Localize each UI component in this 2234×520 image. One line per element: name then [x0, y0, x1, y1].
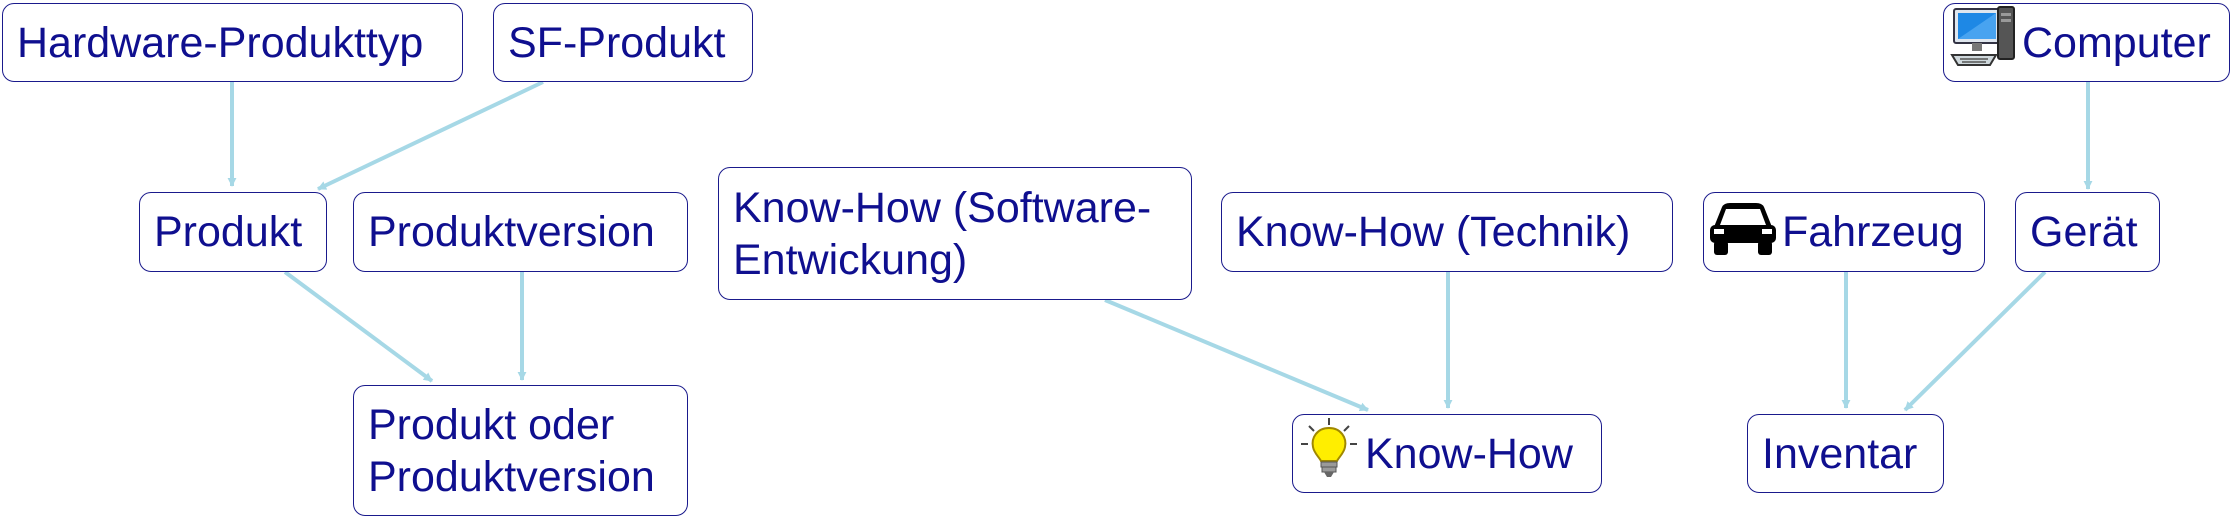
node-know-how-software[interactable]: Know-How (Software-Entwickung)	[718, 167, 1192, 300]
car-icon	[1708, 197, 1778, 268]
node-geraet-label: Gerät	[2030, 208, 2138, 256]
lightbulb-icon	[1297, 416, 1361, 491]
node-fahrzeug[interactable]: Fahrzeug	[1703, 192, 1985, 272]
node-produkt-oder-produktversion[interactable]: Produkt oder Produktversion	[353, 385, 688, 516]
node-know-how-technik-label: Know-How (Technik)	[1236, 208, 1631, 256]
node-inventar-label: Inventar	[1762, 429, 1918, 478]
node-produkt-oder-produktversion-label: Produkt oder Produktversion	[368, 400, 655, 501]
node-know-how[interactable]: Know-How	[1292, 414, 1602, 493]
node-produkt-label: Produkt	[154, 208, 303, 256]
node-inventar[interactable]: Inventar	[1747, 414, 1944, 493]
node-fahrzeug-label: Fahrzeug	[1782, 208, 1964, 256]
node-computer-label: Computer	[2022, 18, 2211, 67]
node-produktversion-label: Produktversion	[368, 208, 655, 256]
node-know-how-software-label: Know-How (Software-Entwickung)	[733, 183, 1152, 284]
node-hardware-produkttyp-label: Hardware-Produkttyp	[17, 18, 424, 67]
edge-know-how-software-to-know-how	[1104, 298, 1369, 412]
edge-sf-produkt-to-produkt	[317, 80, 544, 191]
computer-icon	[1950, 3, 2018, 82]
node-computer[interactable]: Computer	[1943, 3, 2230, 82]
node-geraet[interactable]: Gerät	[2015, 192, 2160, 272]
node-know-how-label: Know-How	[1365, 429, 1573, 478]
edge-geraet-to-inventar	[1903, 270, 2047, 412]
node-produktversion[interactable]: Produktversion	[353, 192, 688, 272]
edge-produkt-to-produkt-oder-produktversion	[283, 270, 434, 383]
node-produkt[interactable]: Produkt	[139, 192, 327, 272]
node-know-how-technik[interactable]: Know-How (Technik)	[1221, 192, 1673, 272]
node-sf-produkt[interactable]: SF-Produkt	[493, 3, 753, 82]
node-hardware-produkttyp[interactable]: Hardware-Produkttyp	[2, 3, 463, 82]
node-sf-produkt-label: SF-Produkt	[508, 18, 726, 67]
